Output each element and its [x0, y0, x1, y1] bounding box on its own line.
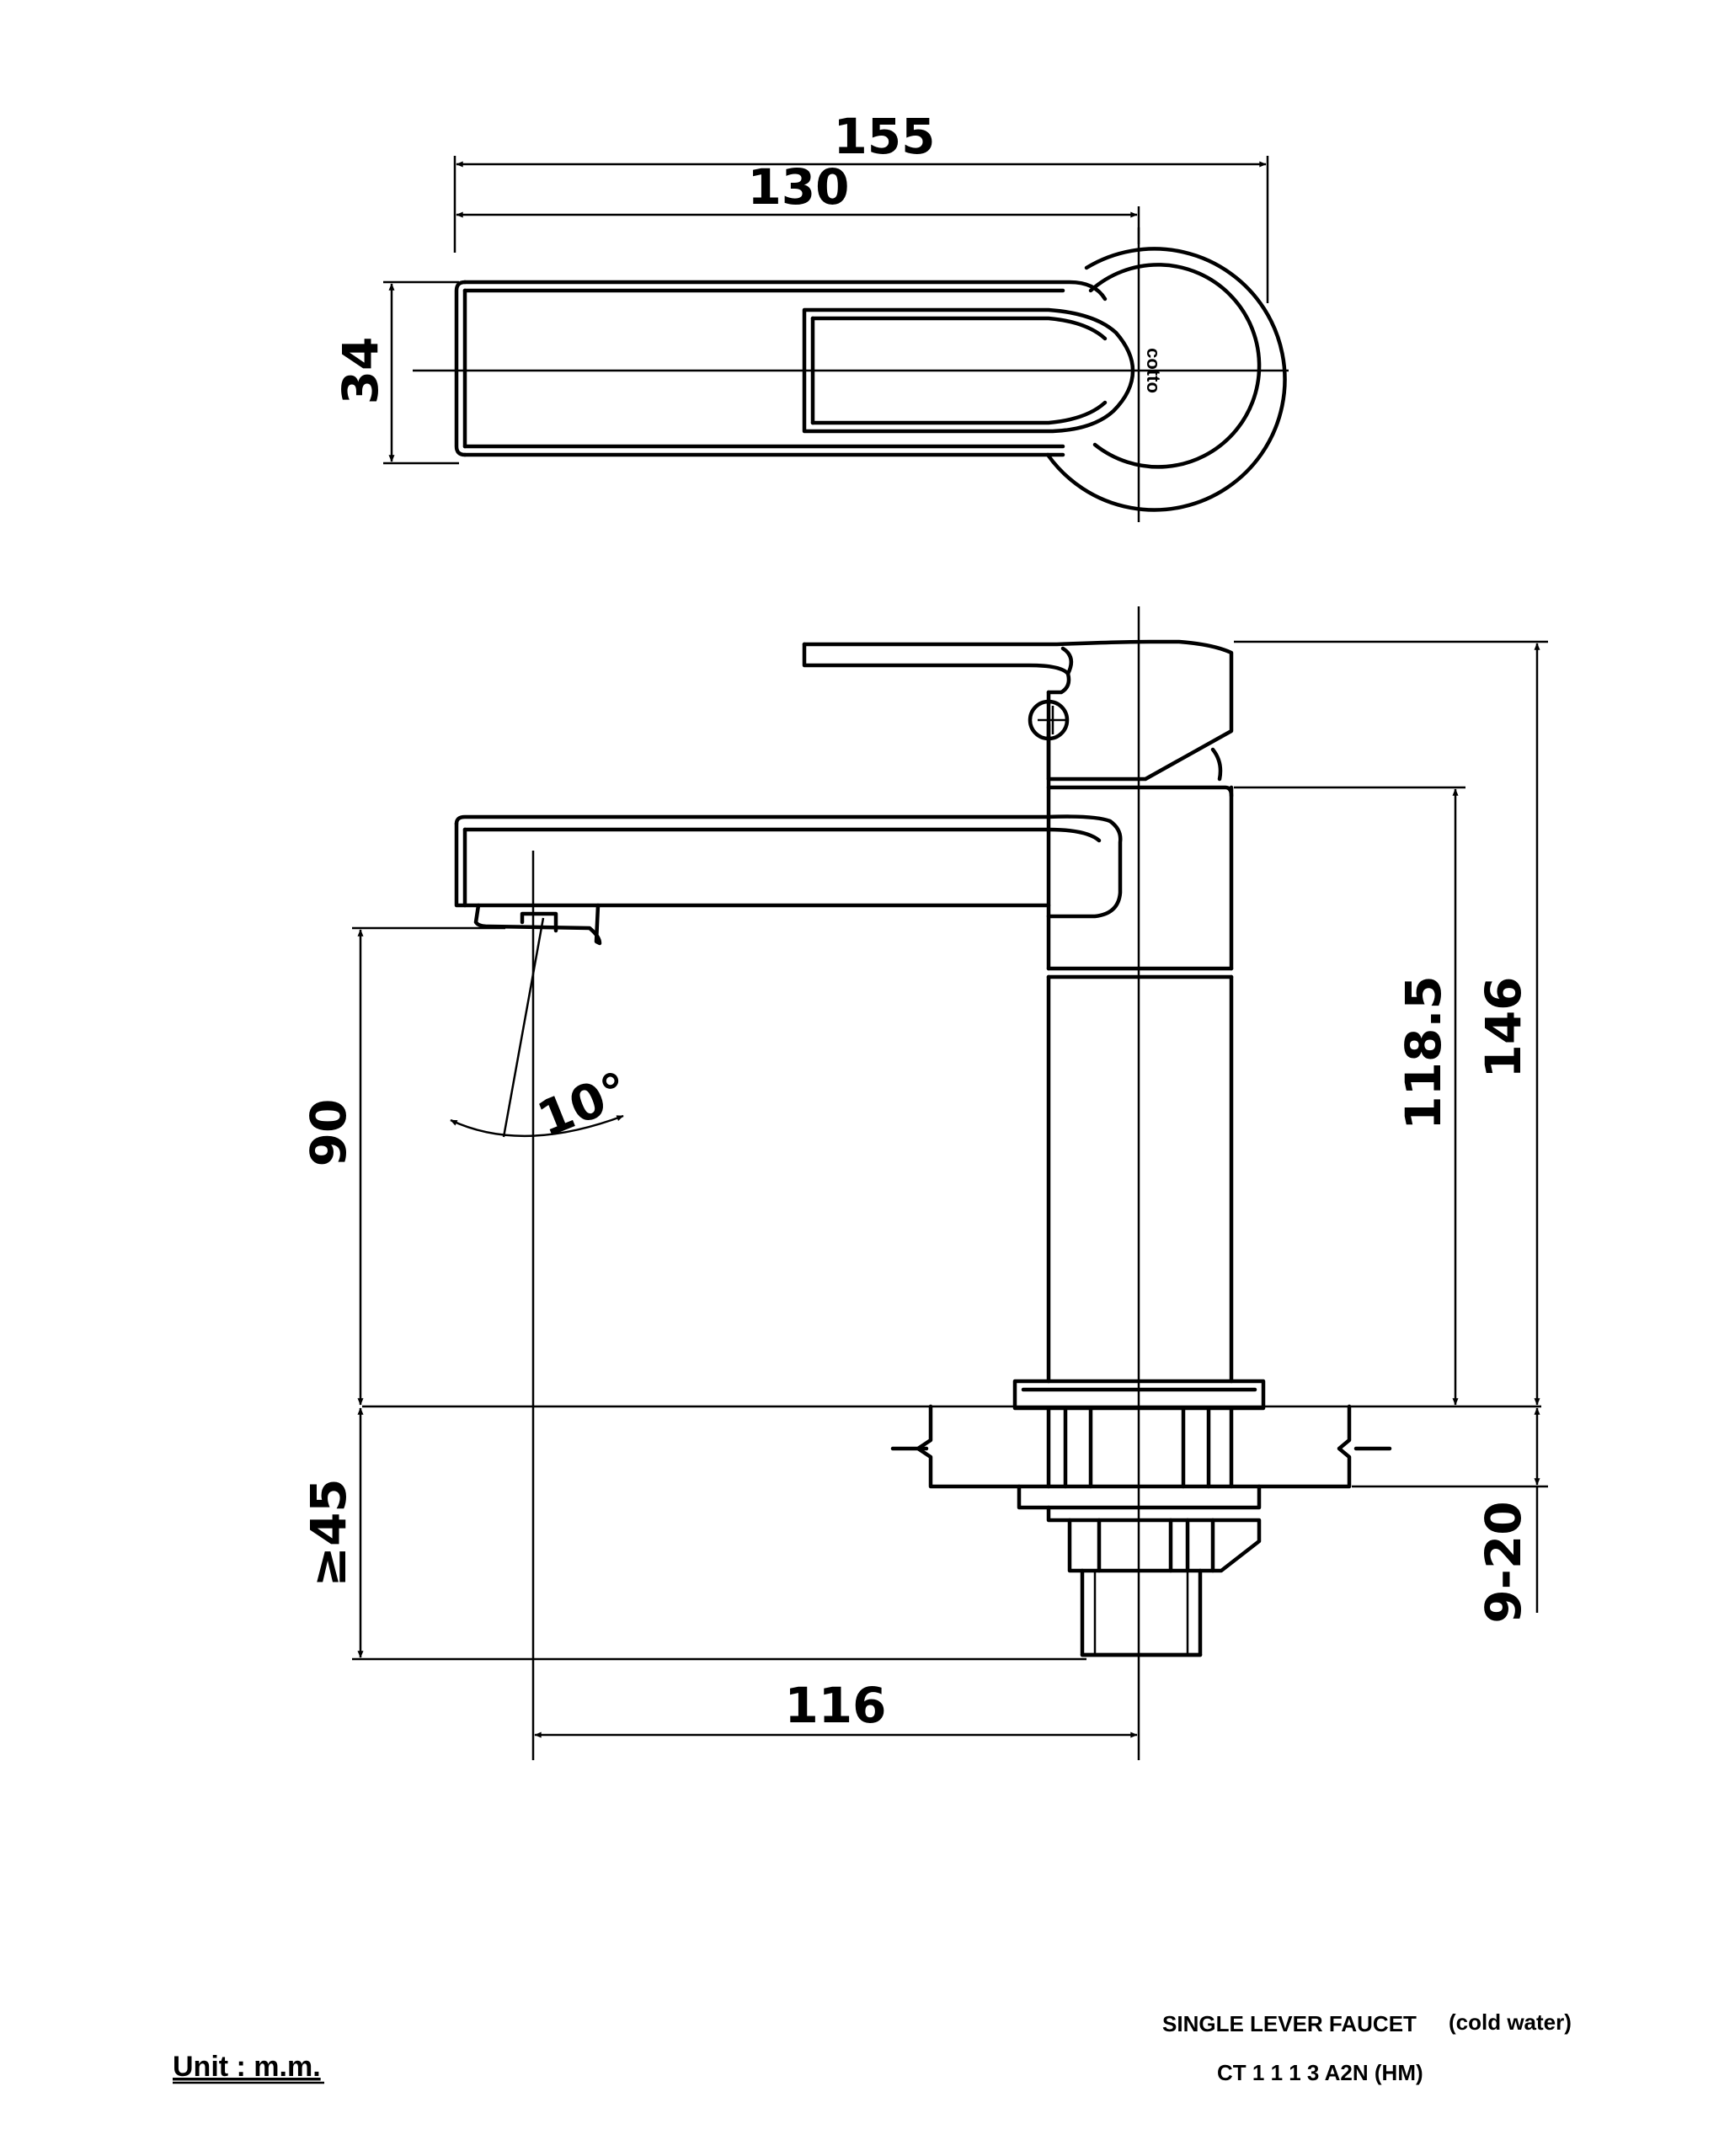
side-view: 10° 90 ≥45 118.5 146 [300, 606, 1548, 1760]
title-block: Unit : m.m. SINGLE LEVER FAUCET (cold wa… [173, 2009, 1572, 2085]
dim-10deg-label: 10° [530, 1060, 637, 1148]
brand-mark: cotto [1143, 348, 1164, 393]
dim-155-label: 155 [833, 108, 935, 165]
dim-146-label: 146 [1475, 976, 1532, 1078]
top-view: 155 130 34 cotto [332, 108, 1289, 522]
dim-34-label: 34 [332, 337, 389, 405]
dim-130-label: 130 [747, 158, 849, 216]
dim-ge45-label: ≥45 [300, 1478, 357, 1587]
model-number: CT 1 1 1 3 A2N (HM) [1217, 2060, 1423, 2085]
dim-116-label: 116 [784, 1677, 886, 1734]
product-name: SINGLE LEVER FAUCET [1162, 2011, 1417, 2036]
dim-9-20-label: 9-20 [1475, 1501, 1532, 1623]
dim-90-label: 90 [300, 1099, 357, 1167]
unit-label: Unit : m.m. [173, 2051, 321, 2083]
dim-118-5-label: 118.5 [1395, 975, 1452, 1129]
product-note: (cold water) [1449, 2009, 1572, 2035]
